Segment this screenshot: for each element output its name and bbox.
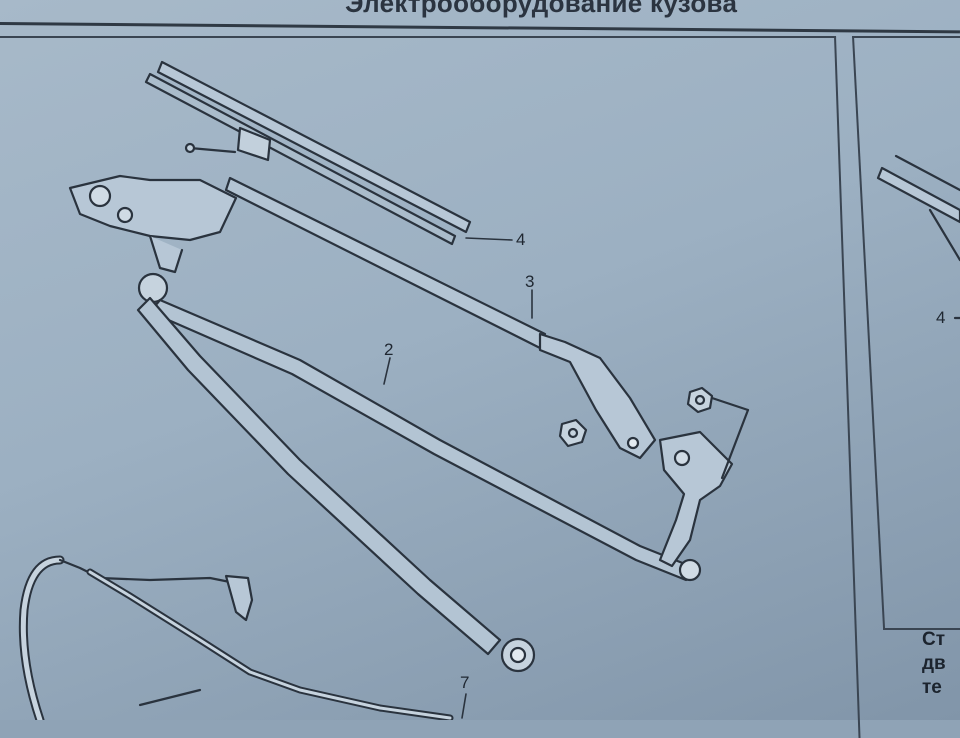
callout-leaders bbox=[383, 237, 533, 719]
page-background bbox=[0, 0, 960, 720]
page-header-title: Электрооборудование кузова bbox=[345, 0, 738, 18]
pivot-bracket bbox=[68, 174, 238, 304]
wiper-blade bbox=[144, 60, 472, 246]
callout-label-7: 7 bbox=[460, 673, 470, 692]
callout-label-4: 4 bbox=[516, 230, 526, 249]
wiper-linkage-diagram bbox=[18, 60, 960, 720]
motor-crank bbox=[658, 430, 734, 568]
wiper-arm bbox=[224, 176, 657, 460]
caption-line: Ст bbox=[922, 629, 946, 650]
link-rod bbox=[148, 298, 702, 582]
callout-label-3: 3 bbox=[525, 272, 535, 291]
side-callout-label-4: 4 bbox=[936, 308, 946, 327]
washer-hose bbox=[18, 555, 454, 720]
side-figure-caption: Ст дв те bbox=[922, 628, 960, 700]
caption-line: дв bbox=[922, 653, 946, 674]
lower-link-rod bbox=[136, 296, 536, 673]
callout-label-2: 2 bbox=[384, 340, 394, 359]
fastening-nuts bbox=[558, 386, 750, 480]
side-figure-blade bbox=[876, 154, 960, 320]
caption-line: те bbox=[922, 677, 942, 698]
